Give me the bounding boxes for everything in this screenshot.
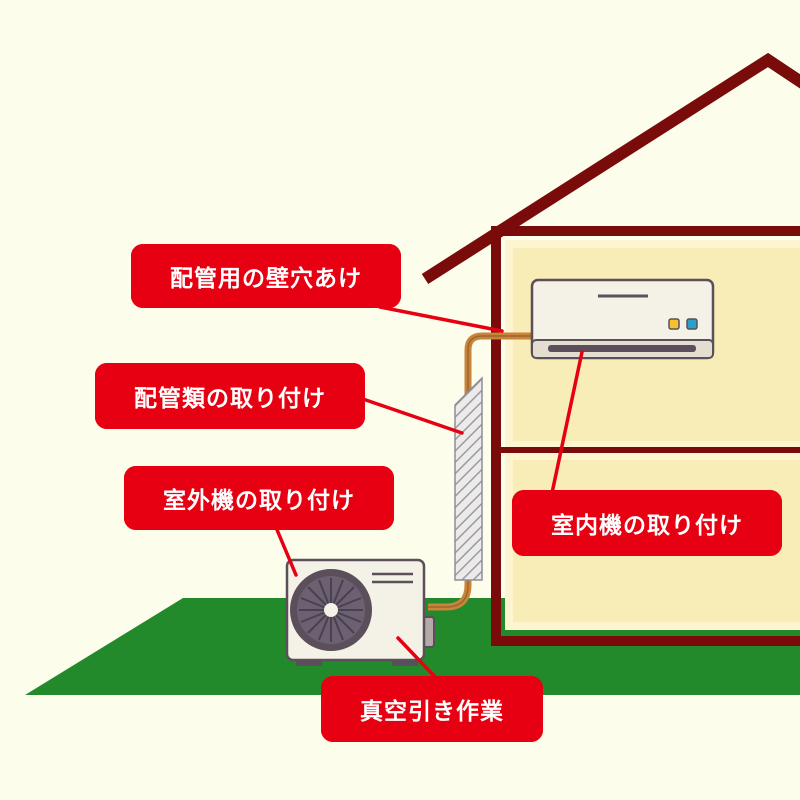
indoor-unit — [530, 278, 715, 360]
vacuum-label: 真空引き作業 — [321, 676, 543, 742]
outdoor-unit — [285, 558, 435, 666]
outdoor-unit-label: 室外機の取り付け — [124, 466, 394, 530]
indoor-unit-label: 室内機の取り付け — [512, 490, 782, 556]
house-frame — [491, 226, 800, 646]
pipe-cover — [454, 376, 483, 581]
piping-label: 配管類の取り付け — [95, 363, 365, 429]
leader-lines — [273, 305, 584, 682]
wall-hole-label: 配管用の壁穴あけ — [131, 244, 401, 308]
house-roof — [421, 52, 800, 285]
